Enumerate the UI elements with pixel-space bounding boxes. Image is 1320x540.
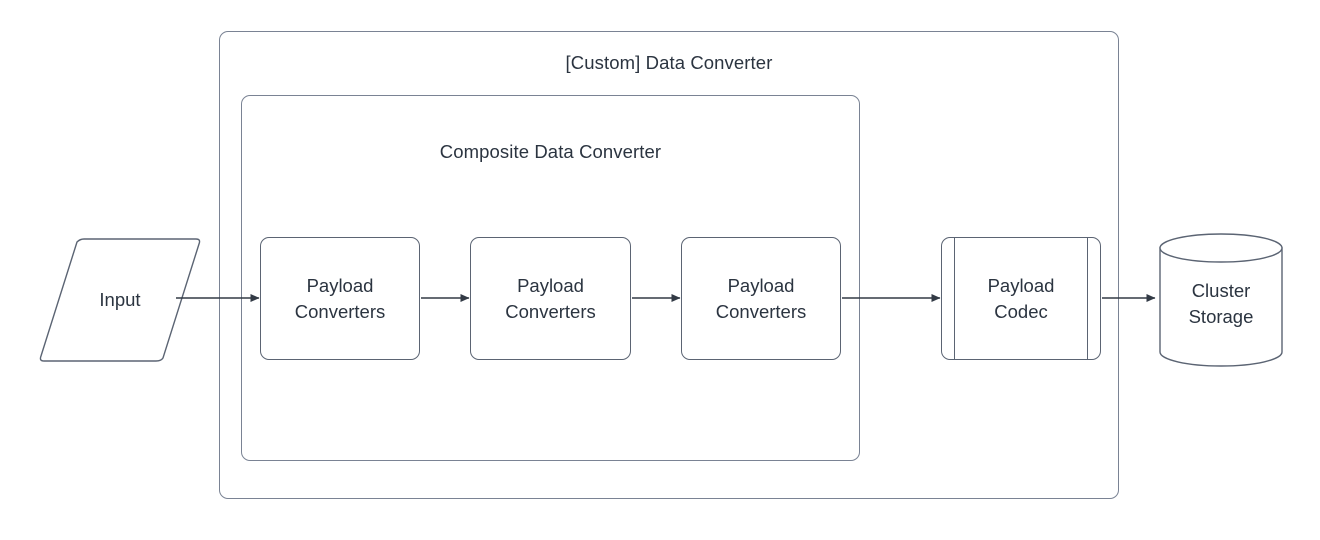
payload-converters-label-2-line2: Converters: [505, 300, 596, 322]
outer-container-title: [Custom] Data Converter: [565, 52, 773, 73]
cylinder-top-ellipse: [1159, 233, 1283, 263]
cluster-storage-node-shape[interactable]: [1156, 232, 1286, 368]
outer-container-custom-data-converter[interactable]: [Custom] Data Converter: [219, 31, 1119, 499]
payload-converters-node-2[interactable]: Payload Converters: [470, 237, 631, 360]
payload-converters-node-3[interactable]: Payload Converters: [681, 237, 841, 360]
codec-left-bar: [954, 236, 955, 360]
payload-converters-label-2: Payload Converters: [505, 273, 595, 325]
payload-codec-label: Payload Codec: [988, 273, 1055, 325]
payload-converters-label-2-line1: Payload: [517, 274, 584, 296]
payload-codec-label-line1: Payload: [987, 274, 1055, 296]
payload-converters-node-1[interactable]: Payload Converters: [260, 237, 420, 360]
cylinder-body-path: [1159, 247, 1283, 367]
payload-converters-label-1-line1: Payload: [306, 274, 374, 296]
payload-converters-label-3: Payload Converters: [716, 273, 806, 325]
payload-converters-label-3-line1: Payload: [727, 274, 795, 296]
payload-converters-label-1-line2: Converters: [294, 300, 386, 322]
payload-codec-label-line2: Codec: [994, 300, 1048, 322]
input-node-shape[interactable]: [36, 236, 204, 364]
inner-container-composite-data-converter[interactable]: Composite Data Converter: [241, 95, 860, 461]
codec-right-bar: [1087, 236, 1088, 360]
payload-codec-node[interactable]: Payload Codec: [941, 236, 1101, 360]
parallelogram-path: [39, 238, 201, 362]
payload-converters-label-1: Payload Converters: [295, 273, 385, 325]
payload-converters-label-3-line2: Converters: [715, 300, 807, 322]
inner-container-title: Composite Data Converter: [439, 141, 662, 162]
